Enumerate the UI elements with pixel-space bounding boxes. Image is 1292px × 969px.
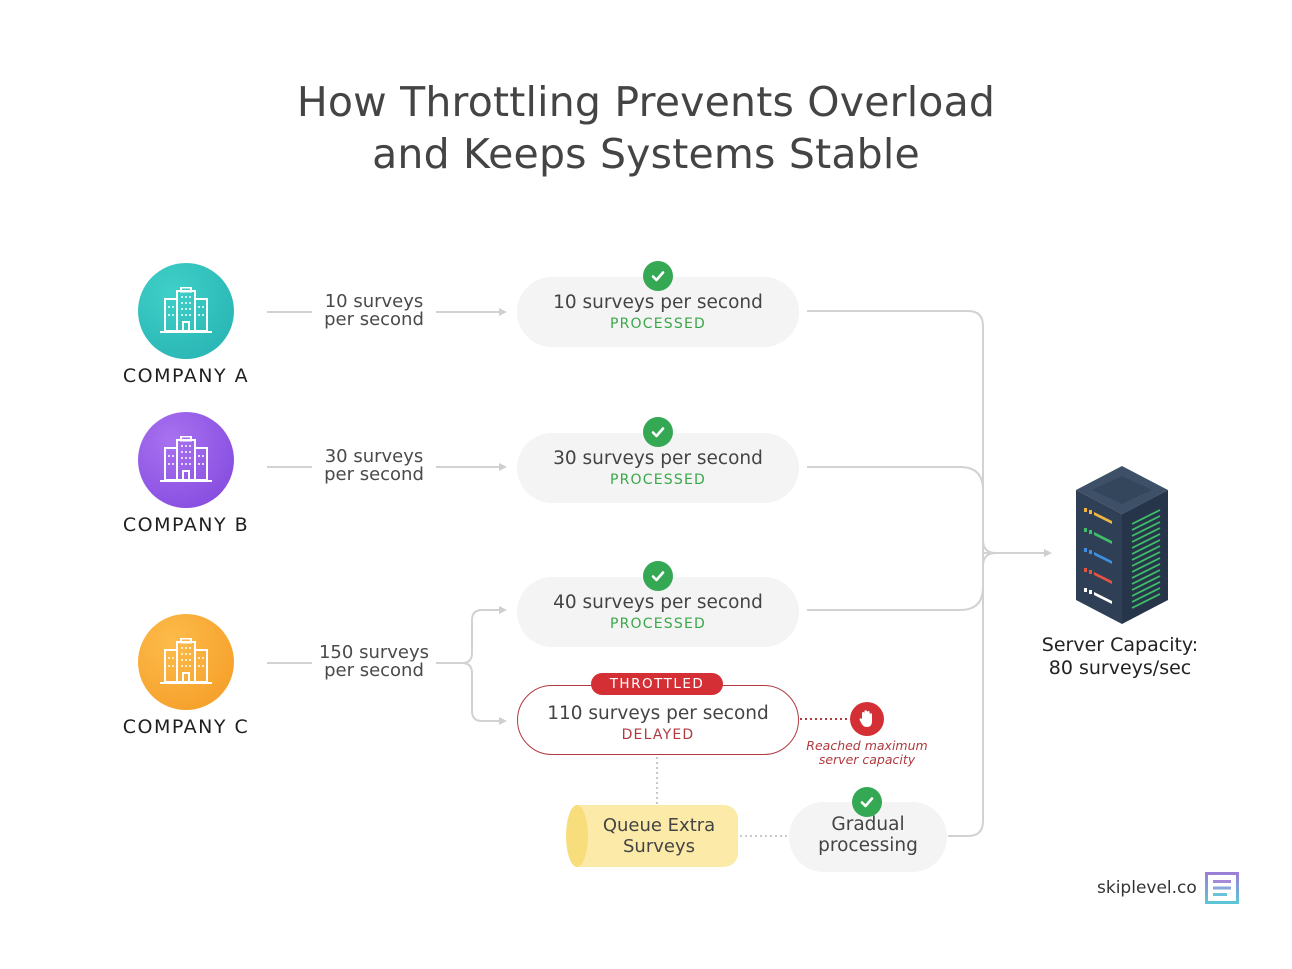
wire-out-b xyxy=(807,466,984,553)
pill-throttled: 110 surveys per second DELAYED xyxy=(517,685,799,755)
pill-status: DELAYED xyxy=(621,727,695,743)
capacity-note: Reached maximum server capacity xyxy=(797,739,937,767)
company-a-circle xyxy=(138,263,234,359)
queue-line-1: Queue Extra xyxy=(602,815,716,836)
skiplevel-logo-icon xyxy=(1204,872,1239,904)
company-b-circle xyxy=(138,412,234,508)
brand[interactable]: skiplevel.co xyxy=(1097,872,1239,904)
office-buildings-icon xyxy=(160,436,212,482)
wire-out-gradual xyxy=(948,552,997,837)
rate-line-2: per second xyxy=(324,660,424,681)
check-circle-icon xyxy=(643,561,673,591)
pill-status: PROCESSED xyxy=(609,472,706,488)
server-capacity-label: Server Capacity: 80 surveys/sec xyxy=(1030,634,1210,680)
check-circle-icon xyxy=(643,261,673,291)
queue-cap xyxy=(566,805,588,867)
company-b-label: COMPANY B xyxy=(122,514,250,536)
stop-hand-icon xyxy=(850,702,884,736)
company-b: COMPANY B xyxy=(96,412,276,536)
rate-line-1: 10 surveys xyxy=(324,291,424,312)
queue-cylinder: Queue Extra Surveys xyxy=(566,805,738,867)
company-a: COMPANY A xyxy=(96,263,276,387)
company-c: COMPANY C xyxy=(96,614,276,738)
title-line-1: How Throttling Prevents Overload xyxy=(296,78,996,126)
rate-line-2: per second xyxy=(324,464,424,485)
check-circle-icon xyxy=(643,417,673,447)
rate-line-1: 30 surveys xyxy=(324,446,424,467)
title-line-2: and Keeps Systems Stable xyxy=(372,130,920,178)
server-label-line-1: Server Capacity: xyxy=(1041,634,1199,656)
pill-status: PROCESSED xyxy=(609,316,706,332)
gradual-line-2: processing xyxy=(818,835,918,856)
wire-out-c xyxy=(807,553,984,611)
note-line-1: Reached maximum xyxy=(806,738,928,753)
office-buildings-icon xyxy=(160,638,212,684)
throttled-badge: THROTTLED xyxy=(591,673,723,695)
queue-label: Queue Extra Surveys xyxy=(580,815,738,857)
office-buildings-icon xyxy=(160,287,212,333)
diagram-title: How Throttling Prevents Overload and Kee… xyxy=(0,76,1292,180)
pill-status: PROCESSED xyxy=(609,616,706,632)
company-c-circle xyxy=(138,614,234,710)
wire-c-split xyxy=(436,606,507,664)
company-a-rate: 10 surveys per second xyxy=(309,293,439,329)
pill-main-text: 10 surveys per second xyxy=(553,292,763,313)
company-c-rate: 150 surveys per second xyxy=(309,644,439,680)
wire-out-a xyxy=(807,310,997,554)
queue-body xyxy=(576,805,738,867)
server-rack-icon xyxy=(1076,466,1168,624)
rate-line-1: 150 surveys xyxy=(318,642,430,663)
gradual-line-1: Gradual xyxy=(831,814,905,835)
pill-main-text: 40 surveys per second xyxy=(553,592,763,613)
pill-main-text: 110 surveys per second xyxy=(547,703,769,724)
queue-line-2: Surveys xyxy=(623,836,695,857)
check-circle-icon xyxy=(852,787,882,817)
note-line-2: server capacity xyxy=(818,752,916,767)
company-a-label: COMPANY A xyxy=(122,365,250,387)
pill-main-text: 30 surveys per second xyxy=(553,448,763,469)
company-c-label: COMPANY C xyxy=(122,716,250,738)
brand-name[interactable]: skiplevel.co xyxy=(1097,878,1197,898)
company-b-rate: 30 surveys per second xyxy=(309,448,439,484)
rate-line-2: per second xyxy=(324,309,424,330)
server-label-line-2: 80 surveys/sec xyxy=(1048,657,1192,679)
wire-c-split-down xyxy=(461,662,507,725)
